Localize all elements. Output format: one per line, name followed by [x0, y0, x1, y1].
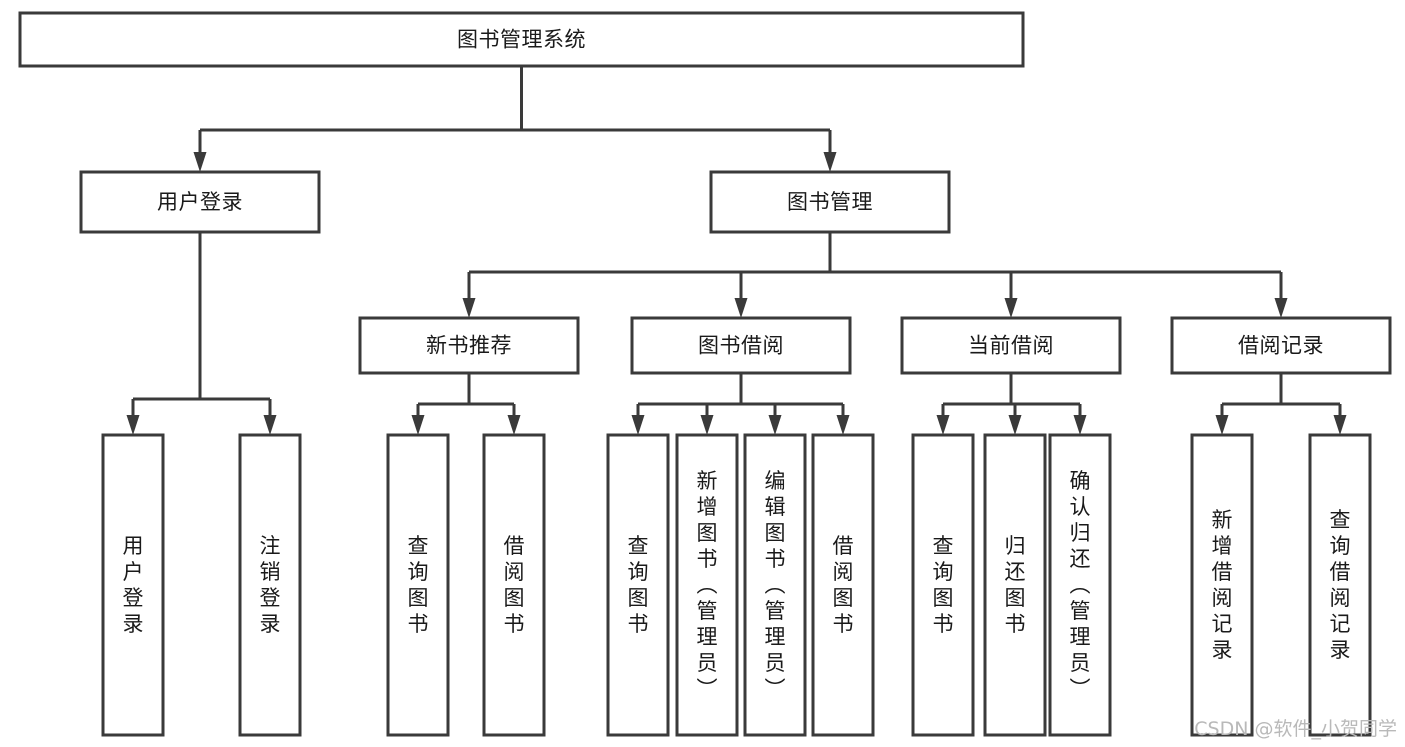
- node-box[interactable]: [358, 316, 580, 375]
- node-l3-新书推荐[interactable]: 新书推荐: [358, 316, 580, 375]
- node-leaf-查询图书[interactable]: 查询图书: [911, 433, 975, 737]
- node-box[interactable]: [101, 433, 165, 737]
- node-leaf-借阅图书[interactable]: 借阅图书: [482, 433, 546, 737]
- node-leaf-归还图书[interactable]: 归还图书: [983, 433, 1047, 737]
- node-label: 借阅图书: [833, 534, 854, 636]
- node-l3-借阅记录[interactable]: 借阅记录: [1170, 316, 1392, 375]
- node-leaf-查询图书[interactable]: 查询图书: [606, 433, 670, 737]
- node-label: 注销登录: [260, 534, 281, 636]
- node-box[interactable]: [630, 316, 852, 375]
- node-label: 新书推荐: [426, 334, 512, 358]
- arrow-head-icon: [734, 298, 748, 318]
- node-box[interactable]: [743, 433, 807, 737]
- node-label: 图书管理系统: [457, 28, 586, 52]
- node-label: 查询图书: [933, 534, 954, 636]
- node-l3-当前借阅[interactable]: 当前借阅: [900, 316, 1122, 375]
- connector-layer: [126, 66, 1347, 435]
- arrow-head-icon: [1274, 298, 1288, 318]
- arrow-head-icon: [462, 298, 476, 318]
- arrow-head-icon: [631, 415, 645, 435]
- arrow-head-icon: [263, 415, 277, 435]
- node-label: 查询借阅记录: [1330, 508, 1351, 662]
- node-box[interactable]: [386, 433, 450, 737]
- node-leaf-编辑图书管理员[interactable]: 编辑图书︵管理员︶: [743, 433, 807, 737]
- node-label: 用户登录: [157, 190, 243, 214]
- node-box[interactable]: [911, 433, 975, 737]
- node-label: 新增借阅记录: [1212, 508, 1233, 662]
- node-box[interactable]: [675, 433, 739, 737]
- node-box[interactable]: [811, 433, 875, 737]
- arrow-head-icon: [1215, 415, 1229, 435]
- node-box[interactable]: [18, 11, 1025, 68]
- node-label: 用户登录: [123, 534, 144, 636]
- arrow-head-icon: [1073, 415, 1087, 435]
- arrow-head-icon: [768, 415, 782, 435]
- node-box[interactable]: [900, 316, 1122, 375]
- arrow-head-icon: [823, 152, 837, 172]
- node-leaf-查询图书[interactable]: 查询图书: [386, 433, 450, 737]
- node-label: 图书借阅: [698, 334, 784, 358]
- arrow-head-icon: [936, 415, 950, 435]
- node-label: 新增图书︵管理员︶: [697, 469, 718, 701]
- node-leaf-注销登录[interactable]: 注销登录: [238, 433, 302, 737]
- node-l3-图书借阅[interactable]: 图书借阅: [630, 316, 852, 375]
- node-label: 编辑图书︵管理员︶: [765, 469, 786, 701]
- node-leaf-新增图书管理员[interactable]: 新增图书︵管理员︶: [675, 433, 739, 737]
- node-box[interactable]: [1308, 433, 1372, 737]
- node-box[interactable]: [79, 170, 321, 234]
- arrow-head-icon: [700, 415, 714, 435]
- arrow-head-icon: [193, 152, 207, 172]
- node-label: 确认归还︵管理员︶: [1070, 469, 1091, 701]
- node-box[interactable]: [482, 433, 546, 737]
- arrow-head-icon: [507, 415, 521, 435]
- node-layer: 图书管理系统用户登录图书管理新书推荐图书借阅当前借阅借阅记录用户登录注销登录查询…: [18, 11, 1392, 737]
- node-box[interactable]: [1048, 433, 1112, 737]
- node-leaf-新增借阅记录[interactable]: 新增借阅记录: [1190, 433, 1254, 737]
- node-box[interactable]: [238, 433, 302, 737]
- arrow-head-icon: [836, 415, 850, 435]
- arrow-head-icon: [1008, 415, 1022, 435]
- node-root-图书管理系统[interactable]: 图书管理系统: [18, 11, 1025, 68]
- node-box[interactable]: [1190, 433, 1254, 737]
- arrow-head-icon: [1333, 415, 1347, 435]
- node-label: 当前借阅: [968, 334, 1054, 358]
- arrow-head-icon: [126, 415, 140, 435]
- arrow-head-icon: [1004, 298, 1018, 318]
- node-leaf-确认归还管理员[interactable]: 确认归还︵管理员︶: [1048, 433, 1112, 737]
- node-label: 图书管理: [787, 190, 873, 214]
- node-l2-图书管理[interactable]: 图书管理: [709, 170, 951, 234]
- node-label: 借阅记录: [1238, 334, 1324, 358]
- node-box[interactable]: [983, 433, 1047, 737]
- node-label: 归还图书: [1005, 534, 1026, 636]
- arrow-head-icon: [411, 415, 425, 435]
- node-label: 查询图书: [628, 534, 649, 636]
- node-leaf-借阅图书[interactable]: 借阅图书: [811, 433, 875, 737]
- node-leaf-查询借阅记录[interactable]: 查询借阅记录: [1308, 433, 1372, 737]
- node-box[interactable]: [709, 170, 951, 234]
- node-label: 查询图书: [408, 534, 429, 636]
- node-box[interactable]: [606, 433, 670, 737]
- node-l2-用户登录[interactable]: 用户登录: [79, 170, 321, 234]
- node-box[interactable]: [1170, 316, 1392, 375]
- node-leaf-用户登录[interactable]: 用户登录: [101, 433, 165, 737]
- node-label: 借阅图书: [504, 534, 525, 636]
